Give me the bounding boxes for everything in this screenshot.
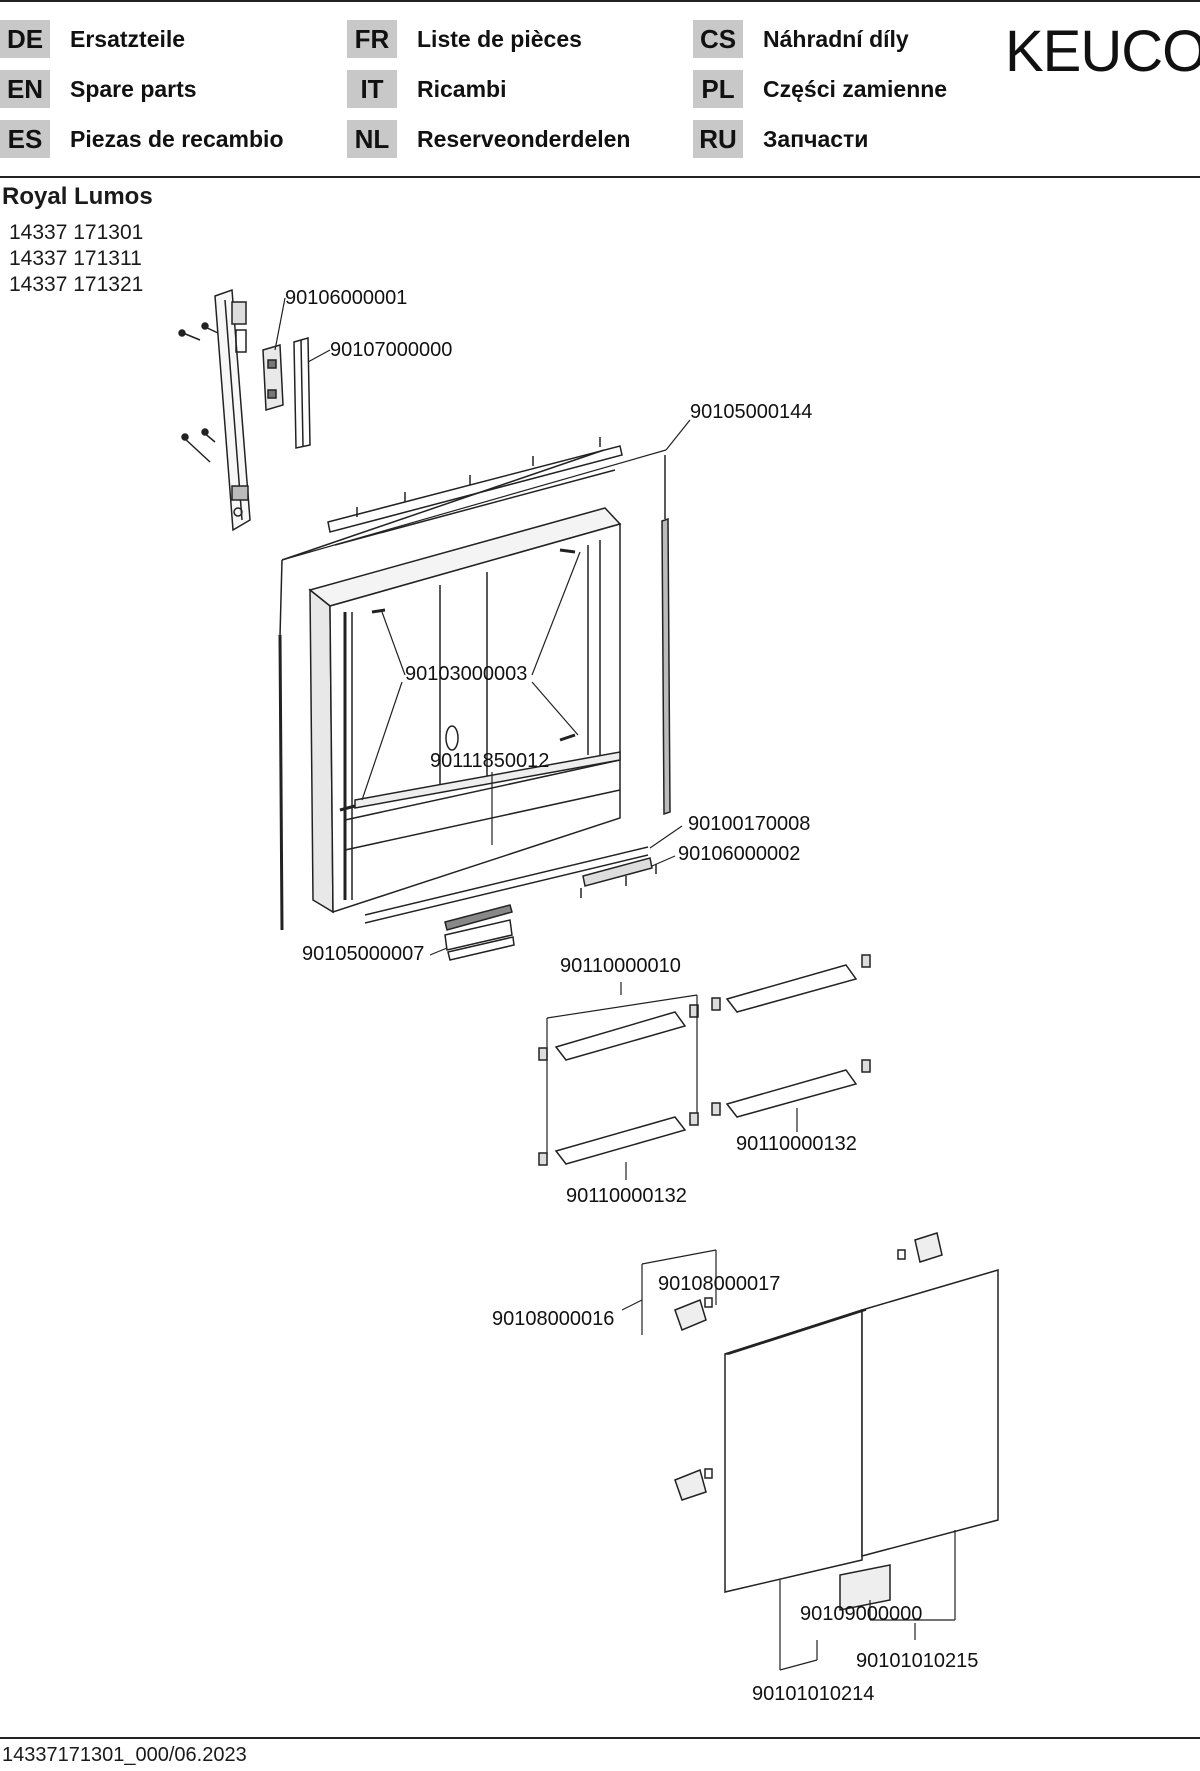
article-number: 14337 171321 bbox=[9, 273, 144, 296]
part-label: 90110000132 bbox=[736, 1133, 857, 1155]
cabinet-body bbox=[308, 507, 622, 914]
lang-label-nl: Reserveonderdelen bbox=[417, 126, 631, 152]
part-label: 90108000016 bbox=[492, 1308, 614, 1330]
lang-code-nl: NL bbox=[347, 120, 397, 158]
door-hinge-parts bbox=[674, 1232, 943, 1501]
lang-label-de: Ersatzteile bbox=[70, 26, 186, 52]
part-label: 90109000000 bbox=[800, 1603, 922, 1625]
part-label: 90100170008 bbox=[688, 813, 810, 835]
brand-logo: KEUCO bbox=[1005, 19, 1200, 84]
part-label: 90111850012 bbox=[430, 750, 549, 772]
article-number: 14337 171311 bbox=[9, 247, 142, 270]
lang-code-cs: CS bbox=[693, 20, 743, 58]
lang-code-it: IT bbox=[347, 70, 397, 108]
part-label: 90108000017 bbox=[658, 1273, 780, 1295]
shelf-group bbox=[538, 954, 871, 1166]
lang-label-ru: Запчасти bbox=[763, 126, 869, 152]
header-rule bbox=[0, 176, 1200, 178]
bottom-profile-part bbox=[444, 904, 515, 961]
lang-label-es: Piezas de recambio bbox=[70, 126, 284, 152]
lang-label-it: Ricambi bbox=[417, 76, 507, 102]
electrical-mounting-bar bbox=[178, 288, 251, 532]
lang-code-fr: FR bbox=[347, 20, 397, 58]
part-label: 90106000002 bbox=[678, 843, 800, 865]
part-label: 90107000000 bbox=[330, 339, 452, 361]
part-label: 90106000001 bbox=[285, 287, 407, 309]
lang-code-es: ES bbox=[0, 120, 50, 158]
bottom-strip bbox=[364, 846, 649, 924]
power-supply-part bbox=[262, 344, 284, 411]
lang-code-ru: RU bbox=[693, 120, 743, 158]
part-label: 90110000132 bbox=[566, 1185, 687, 1207]
lang-code-de: DE bbox=[0, 20, 50, 58]
sensor-module bbox=[580, 857, 657, 898]
top-cover-strip bbox=[327, 437, 623, 546]
left-side-strip bbox=[278, 449, 605, 931]
right-led-strip bbox=[661, 455, 671, 816]
lang-label-cs: Náhradní díly bbox=[763, 26, 909, 52]
article-number: 14337 171301 bbox=[9, 221, 144, 244]
part-label: 90101010215 bbox=[856, 1650, 978, 1672]
part-label: 90105000007 bbox=[302, 943, 424, 965]
top-rule bbox=[0, 0, 1200, 2]
product-name: Royal Lumos bbox=[2, 183, 153, 210]
part-label: 90103000003 bbox=[405, 663, 527, 685]
cabinet-doors bbox=[724, 1268, 999, 1611]
document-code: 14337171301_000/06.2023 bbox=[2, 1744, 247, 1766]
lang-code-en: EN bbox=[0, 70, 50, 108]
leader-lines bbox=[274, 297, 956, 1671]
lang-label-en: Spare parts bbox=[70, 76, 197, 102]
lang-label-pl: Części zamienne bbox=[763, 76, 948, 102]
part-label: 90110000010 bbox=[560, 955, 681, 977]
cover-profile-part bbox=[293, 337, 311, 449]
part-label: 90105000144 bbox=[690, 401, 812, 423]
footer-rule bbox=[0, 1737, 1200, 1739]
lang-label-fr: Liste de pièces bbox=[417, 26, 582, 52]
part-label: 90101010214 bbox=[752, 1683, 874, 1705]
lang-code-pl: PL bbox=[693, 70, 743, 108]
